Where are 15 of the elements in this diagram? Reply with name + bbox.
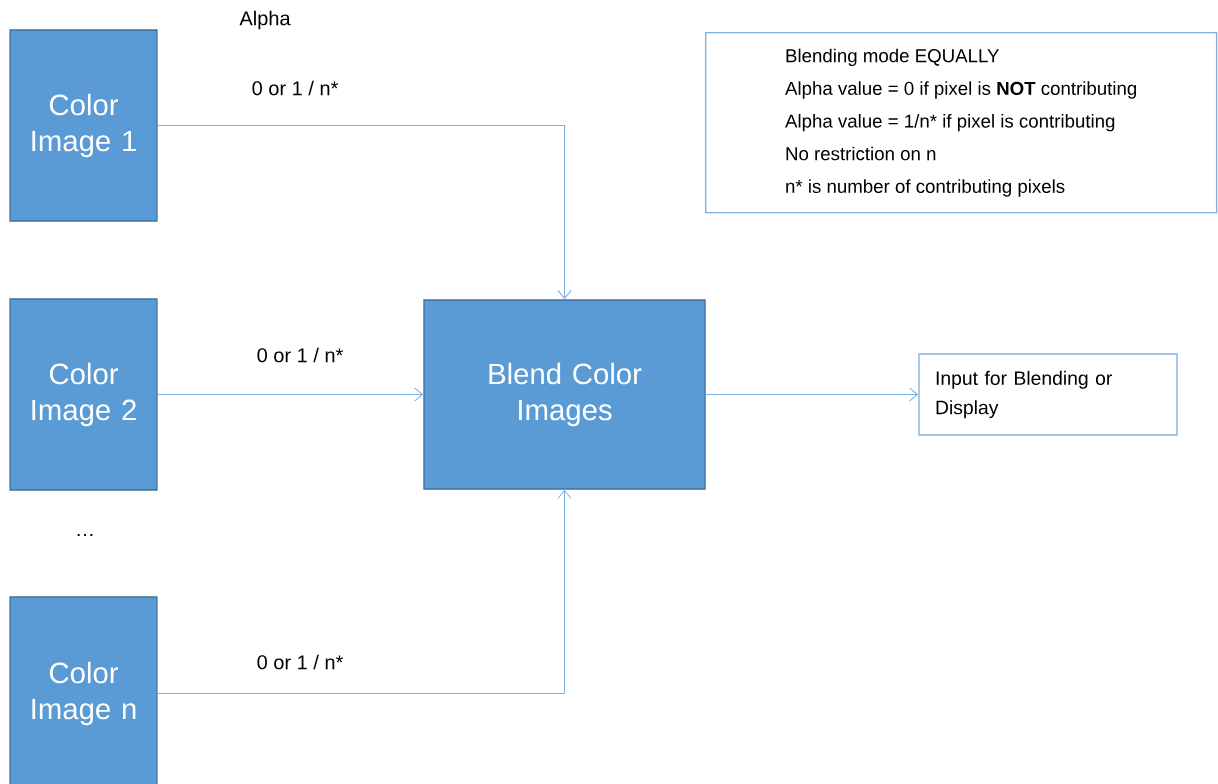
edge-label: 0 or 1 / n* bbox=[250, 79, 340, 97]
arrow bbox=[157, 387, 424, 402]
process-box: Color Image n bbox=[9, 596, 158, 784]
ellipsis: … bbox=[77, 533, 93, 537]
edge-label: 0 or 1 / n* bbox=[255, 653, 345, 671]
edge-label: 0 or 1 / n* bbox=[255, 346, 345, 364]
heading-label: Alpha bbox=[239, 10, 291, 30]
arrow bbox=[157, 489, 572, 695]
arrow bbox=[705, 387, 919, 402]
output-box: Input for Blending or Display bbox=[918, 353, 1178, 436]
process-box: Color Image 1 bbox=[9, 29, 158, 222]
process-box: Color Image 2 bbox=[9, 298, 158, 491]
process-box: Blend Color Images bbox=[423, 299, 706, 490]
note-box: Blending mode EQUALLY Alpha value = 0 if pixel is NOT contributing Alpha value = 1/n* if pixel is contributing No restriction on n n* is number of contributing pixels bbox=[705, 32, 1218, 214]
arrow bbox=[157, 124, 572, 300]
